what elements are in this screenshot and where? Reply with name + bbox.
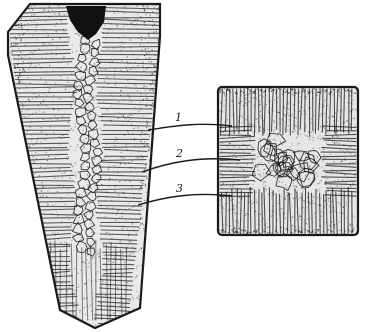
callout-label-1: 1 — [175, 111, 182, 124]
ingot-section — [8, 4, 162, 329]
magnified-section — [218, 87, 359, 236]
callout-label-3: 3 — [176, 182, 183, 195]
callout-label-2: 2 — [175, 147, 183, 160]
